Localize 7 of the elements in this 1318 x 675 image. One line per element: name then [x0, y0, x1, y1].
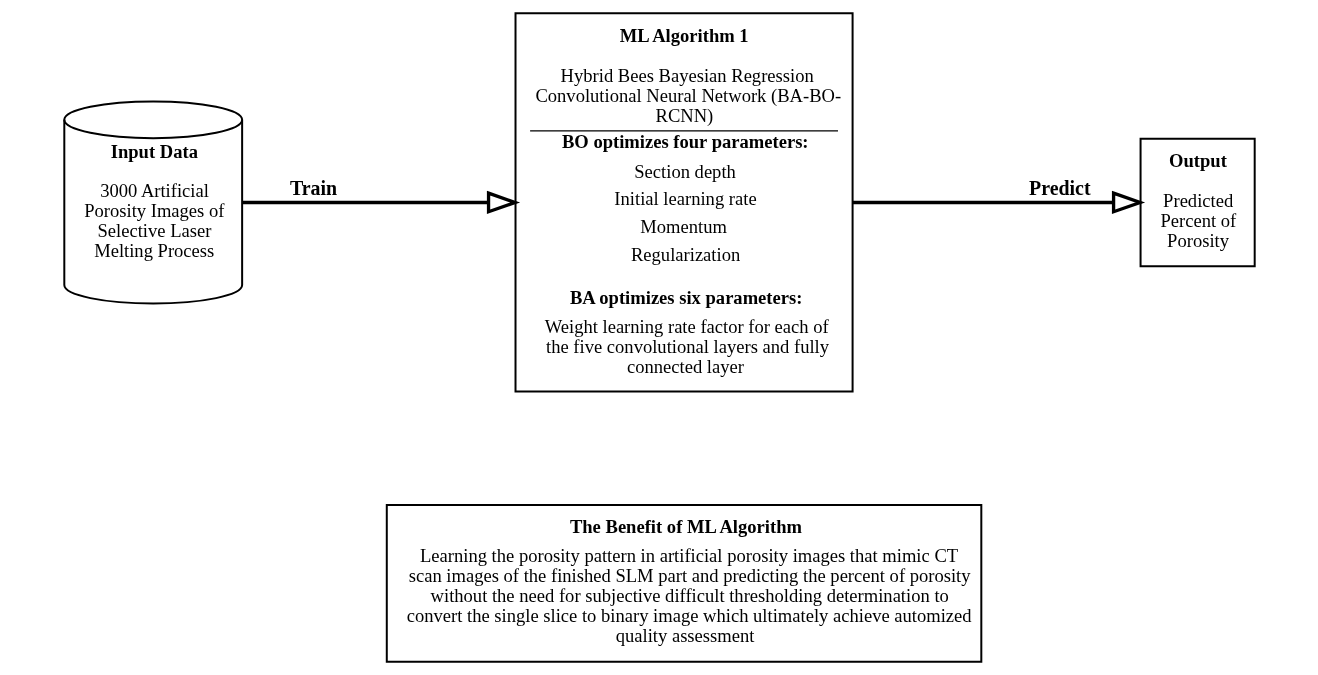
- edge-label: Predict: [1028, 176, 1091, 199]
- node-box: ML Algorithm 1 Hybrid Bees Bayesian Regression Convolutional Neural Network (BA-BO-RCNN) BO optimizes four parameters: Section depth Initial learning rate Momentum Regularization BA optimizes six parameters: Weight learning rate factor for each of the five convolutional layers and fully connected layer: [514, 12, 854, 393]
- edge-label: Train: [289, 176, 337, 199]
- node-box: Output Predicted Percent of Porosity: [1139, 137, 1256, 268]
- arrow: [241, 190, 520, 215]
- arrow: [852, 190, 1145, 215]
- node-box: The Benefit of ML Algorithm Learning the porosity pattern in artificial porosity images that mimic CT scan images of the finished SLM part and predicting the percent of porosity without the need for subjective difficult thresholding determination to convert the single slice to binary image which ultimately achieve automized quality assessment: [385, 504, 982, 663]
